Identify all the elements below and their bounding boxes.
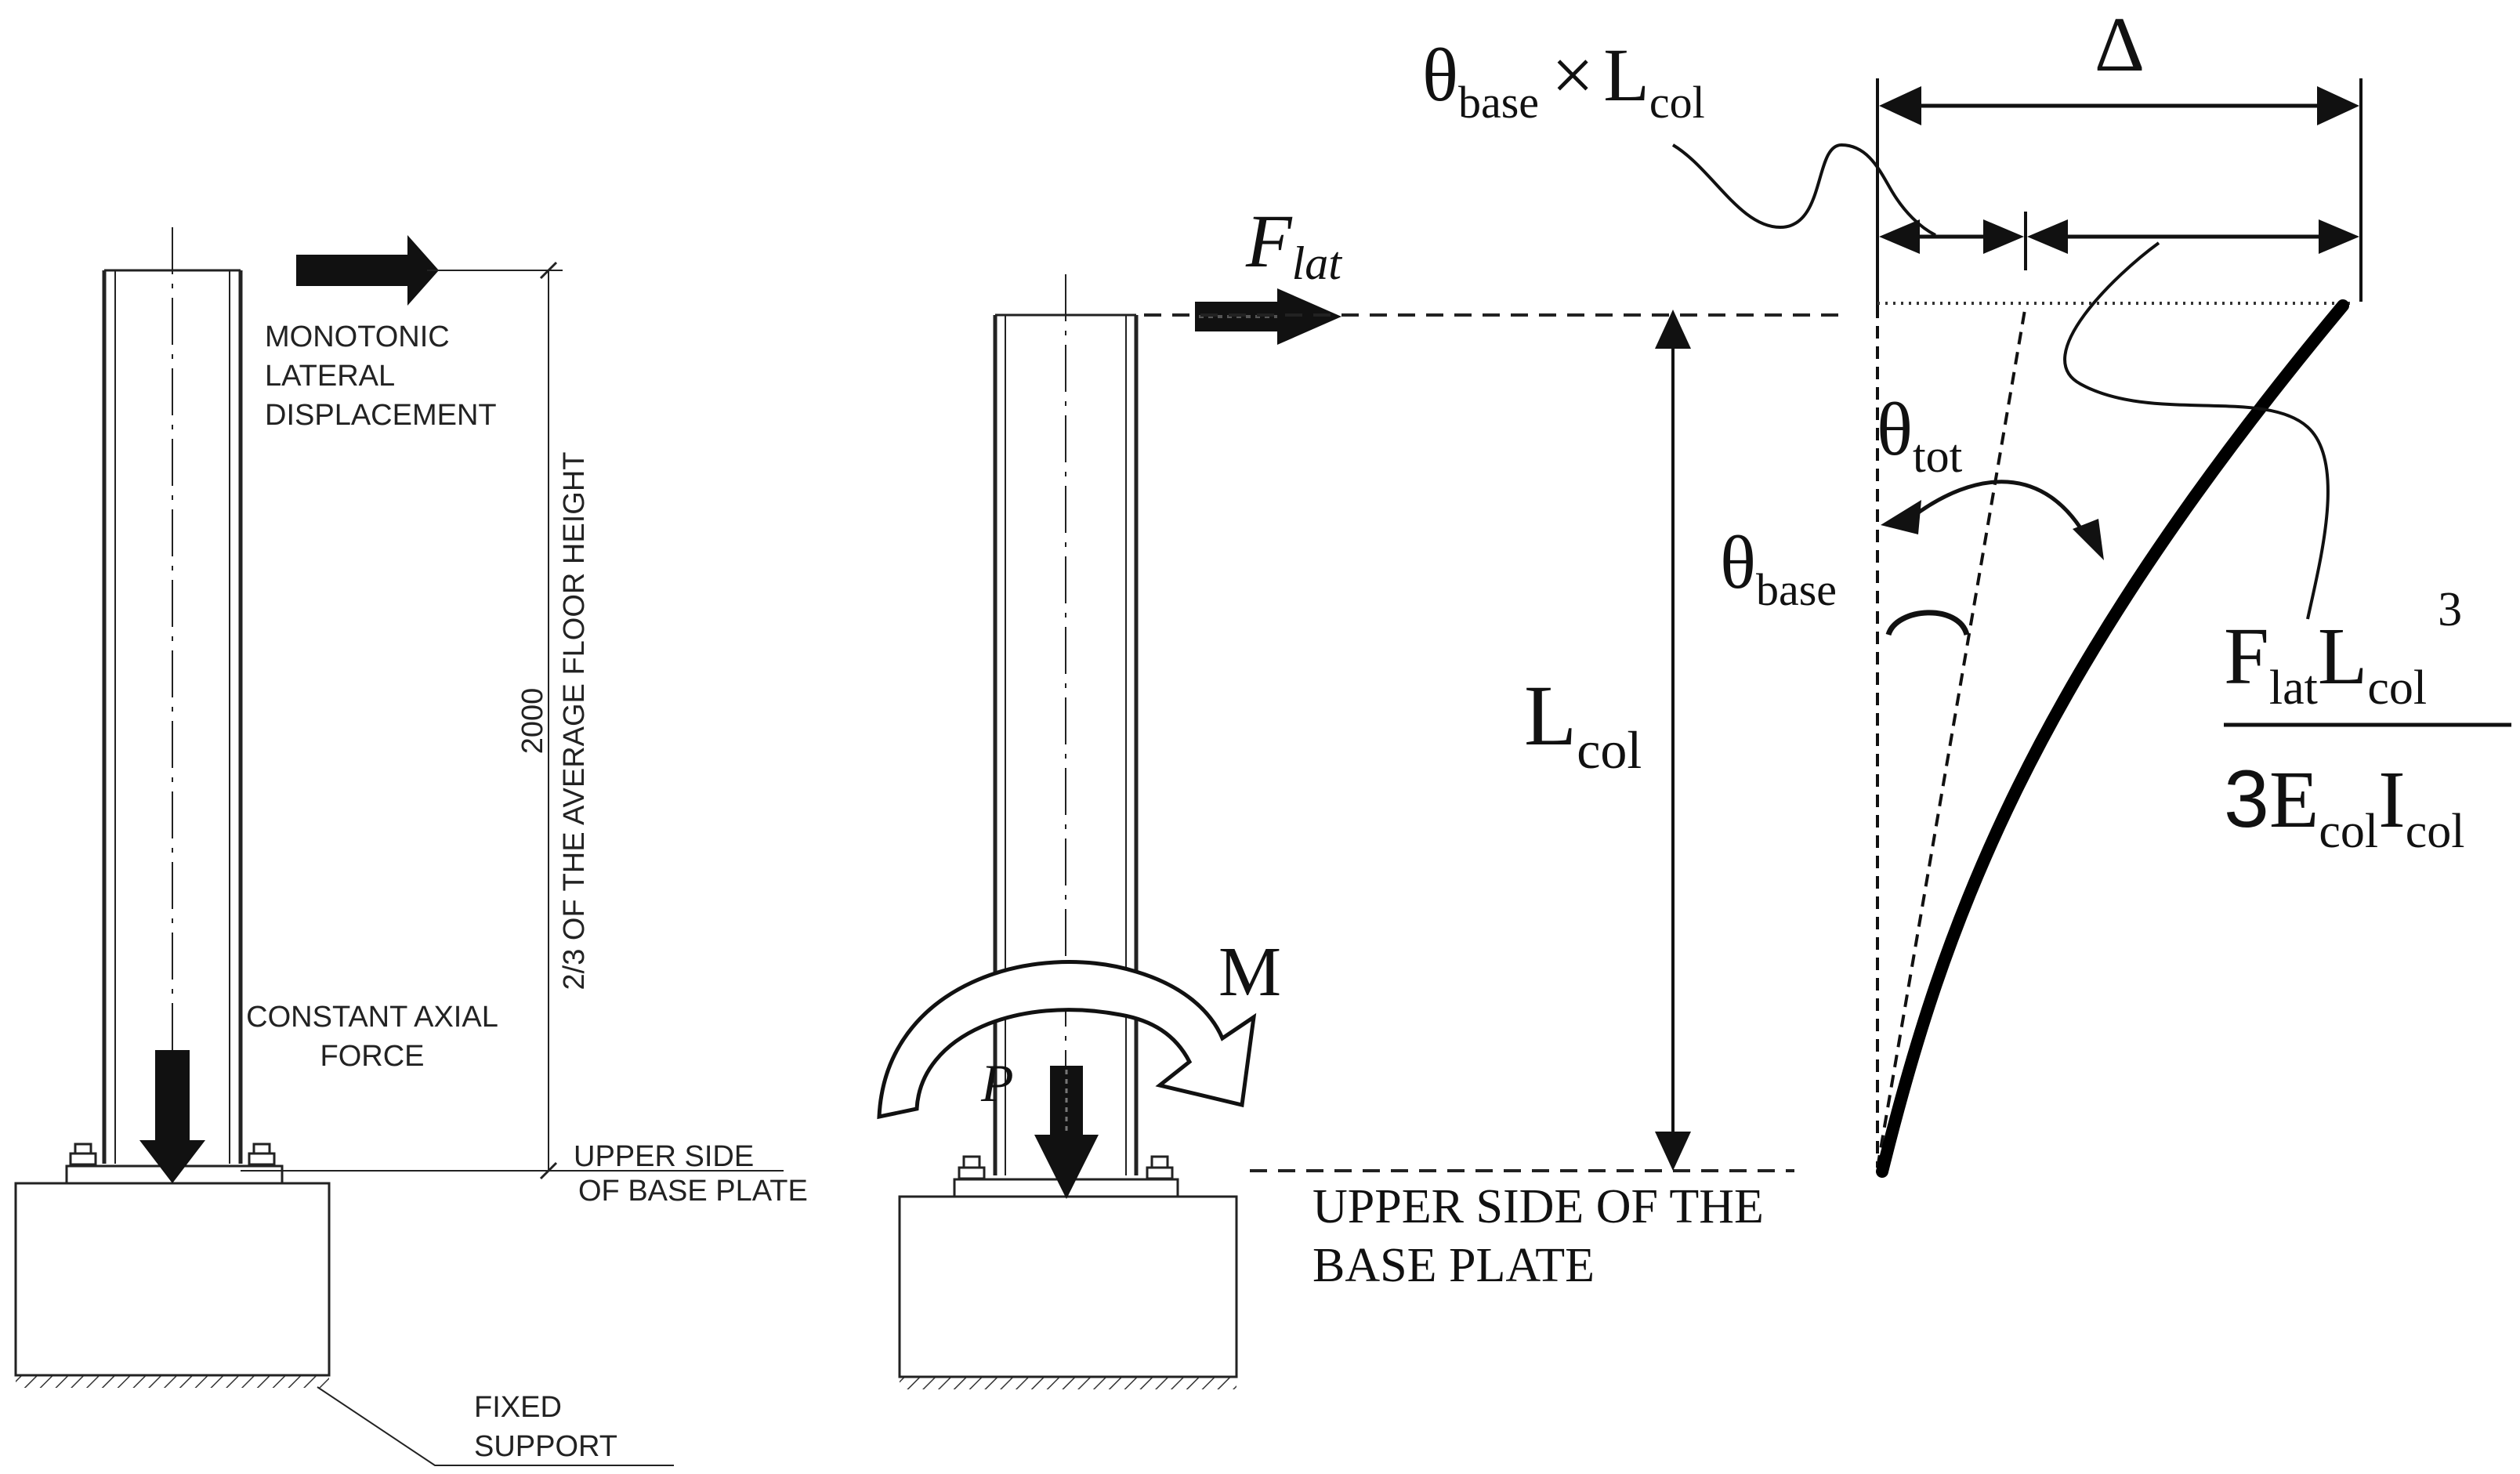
- base-label-line1: UPPER SIDE: [574, 1140, 754, 1173]
- theta-base-label: θbase: [1720, 520, 1837, 615]
- middle-base-label-line1: UPPER SIDE OF THE: [1312, 1180, 1764, 1233]
- base-label-line2: OF BASE PLATE: [578, 1175, 808, 1208]
- theta-base-arc: [1885, 610, 1970, 636]
- support-leader: [317, 1386, 674, 1466]
- axial-force-arrow: [139, 1050, 205, 1183]
- moment-arrow: [877, 960, 1257, 1120]
- axial-load-arrow: [1034, 1066, 1099, 1199]
- height-note: 2/3 OF THE AVERAGE FLOOR HEIGHT: [558, 452, 591, 991]
- elastic-deflection-formula: FlatLcol3 3EcolIcol: [2224, 583, 2511, 858]
- middle-base-label-line2: BASE PLATE: [1312, 1239, 1595, 1292]
- formula-leader: [2063, 241, 2330, 620]
- height-value: 2000: [516, 688, 549, 755]
- height-dimension: [427, 261, 563, 1180]
- displacement-label-line2: LATERAL: [265, 360, 395, 393]
- support-label-line1: FIXED: [474, 1391, 562, 1424]
- base-term-leader: [1671, 143, 1936, 237]
- axial-label-line1: CONSTANT AXIAL: [246, 1001, 498, 1034]
- column-length-dimension: [1655, 310, 1691, 1171]
- axial-load-label: P: [980, 1053, 1014, 1113]
- displacement-label-line1: MONOTONIC: [265, 321, 450, 353]
- left-column-specimen: [14, 227, 784, 1388]
- delta-dimension: [1879, 86, 2359, 125]
- lateral-displacement-arrow: [296, 235, 439, 306]
- support-label-line2: SUPPORT: [474, 1430, 617, 1463]
- elastic-deflection-dimension: [2027, 219, 2359, 254]
- formula-denominator: 3EcolIcol: [2224, 754, 2465, 858]
- displacement-label-line3: DISPLACEMENT: [265, 399, 497, 432]
- axial-label-line2: FORCE: [320, 1040, 425, 1073]
- rigid-rotation-axis: [1876, 305, 2027, 1168]
- delta-label: Δ: [2095, 1, 2145, 88]
- deflected-column-curve: [1876, 299, 2349, 1178]
- lateral-force-label: Flat: [1245, 199, 1342, 289]
- theta-tot-label: θtot: [1877, 387, 1963, 482]
- base-rotation-dimension: [1879, 219, 2024, 254]
- theta-tot-arc: [1881, 480, 2104, 560]
- formula-numerator: FlatLcol3: [2224, 583, 2462, 715]
- column-length-label: Lcol: [1524, 668, 1642, 780]
- moment-label: M: [1218, 933, 1281, 1011]
- middle-column-specimen: [898, 274, 1238, 1389]
- base-rotation-term: θbase×Lcol: [1422, 33, 1705, 128]
